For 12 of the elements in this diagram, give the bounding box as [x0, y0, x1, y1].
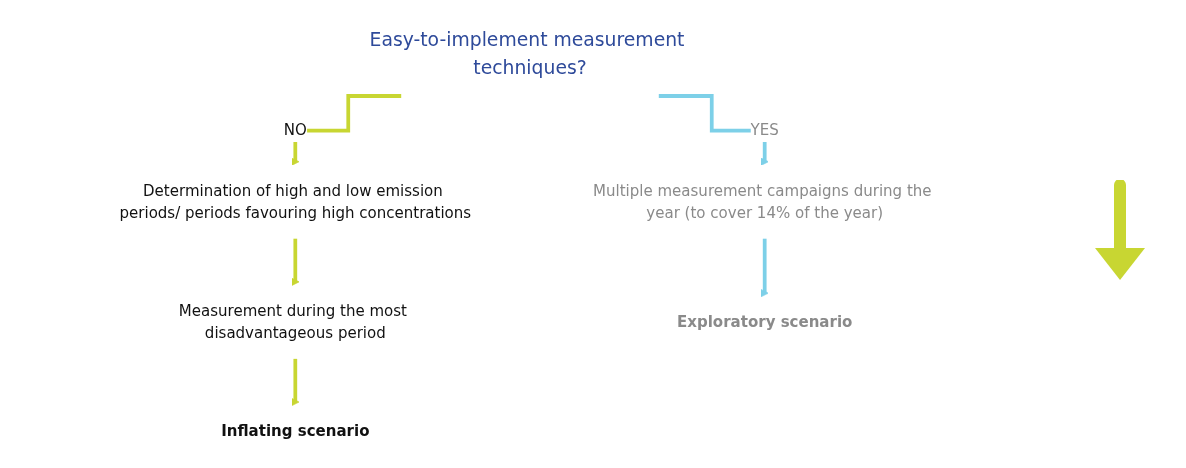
edge-label: NO	[283, 121, 307, 140]
node-text: Inflating scenario	[221, 421, 370, 440]
edge-label: YES	[750, 121, 779, 140]
node-text: Multiple measurement campaigns during the year (to cover 14% of the year)	[593, 181, 932, 222]
arrow	[291, 357, 300, 407]
node-text: Determination of high and low emission periods/ periods favouring high concentrations	[119, 181, 472, 222]
arrow	[291, 236, 300, 286]
node-text: Measurement during the most disadvantageous period	[178, 301, 407, 342]
node-text: Easy-to-implement measurement techniques?	[369, 28, 685, 80]
arrow	[760, 236, 769, 298]
node-text: Exploratory scenario	[677, 312, 853, 331]
arrow	[291, 94, 402, 166]
